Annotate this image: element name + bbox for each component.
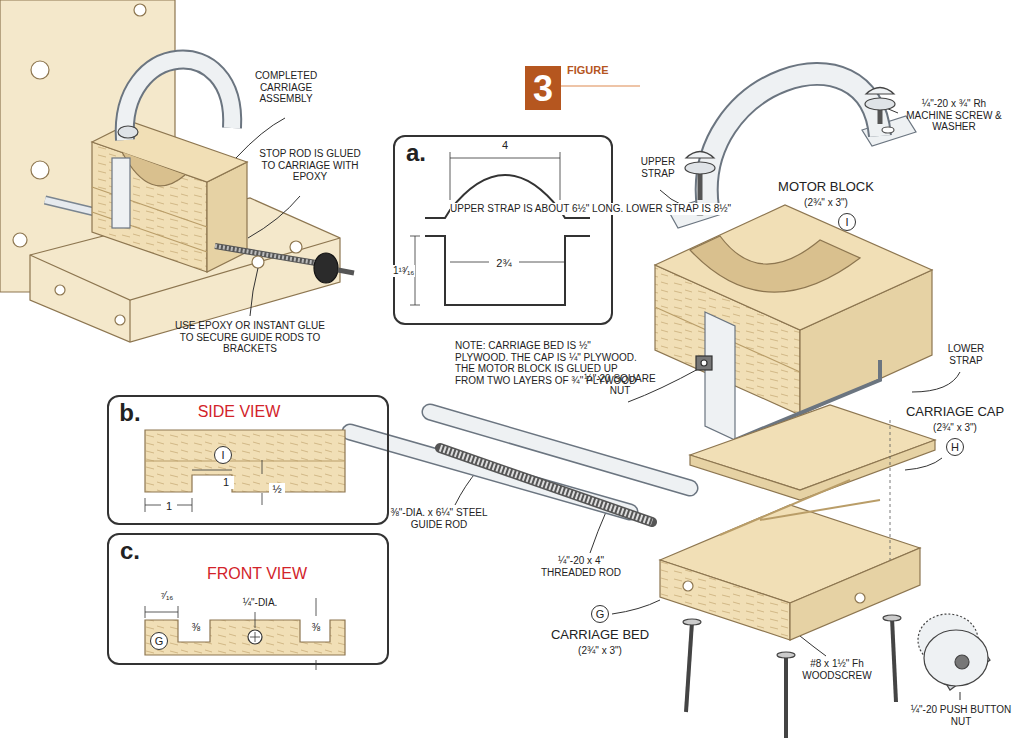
part-name: MOTOR BLOCK: [770, 180, 882, 195]
inset-c-front-view: [145, 598, 345, 670]
dimension: ½: [269, 483, 285, 496]
inset-letter: c.: [115, 537, 145, 565]
dimension: ¼"-DIA.: [235, 597, 285, 609]
part-size: (2¾" x 3"): [770, 197, 882, 209]
woodscrews: [683, 615, 901, 738]
part-callout: I: [214, 446, 232, 464]
dimension: 4: [495, 139, 515, 152]
dimension: ⅜: [307, 622, 325, 634]
inset-b-side-view: [145, 430, 345, 512]
part-label: UPPER STRAP: [632, 156, 684, 179]
hardware-label: ¼"-20 x 4" THREADED ROD: [535, 555, 627, 578]
figure-badge: 3FIGURE: [525, 66, 561, 110]
part-callout: G: [150, 632, 168, 650]
inset-box: c. FRONT VIEW ⁷⁄₁₆ ⅜ ¼"-DIA. ⅜ G: [107, 533, 389, 665]
figure-word: FIGURE: [567, 64, 627, 77]
inset-letter: b.: [115, 399, 145, 427]
leader-lines: [236, 108, 960, 700]
dimension: 1: [218, 476, 234, 489]
inset-a-strap-profiles: [410, 152, 590, 305]
callout-note: COMPLETED CARRIAGE ASSEMBLY: [240, 70, 332, 105]
note-text: UPPER STRAP IS ABOUT 6½" LONG. LOWER STR…: [450, 203, 731, 215]
view-title: FRONT VIEW: [197, 565, 317, 583]
part-label: LOWER STRAP: [935, 343, 997, 366]
dimension: 1: [161, 500, 177, 513]
part-callout: G: [591, 605, 609, 623]
part-name: CARRIAGE CAP: [895, 405, 1015, 420]
inset-box: b. SIDE VIEW 1 1 ½ I: [107, 395, 389, 525]
dimension: 1¹³⁄₁₆: [393, 265, 415, 277]
callout-letter: G: [155, 636, 164, 647]
part-name: CARRIAGE BED: [540, 628, 660, 643]
exploded-parts: [655, 74, 935, 640]
inset-letter: a.: [401, 139, 431, 167]
badge-rule: [561, 85, 640, 87]
view-title: SIDE VIEW: [179, 403, 299, 421]
inset-box: a.UPPER STRAP IS ABOUT 6½" LONG. LOWER S…: [393, 135, 613, 325]
rods: [350, 412, 690, 522]
part-size: (2¾" x 3"): [540, 645, 660, 657]
callout-letter: I: [221, 450, 224, 461]
push-button-nut: [918, 614, 990, 690]
hardware-label: ¼"-20 PUSH BUTTON NUT: [905, 704, 1017, 727]
part-callout: I: [838, 213, 856, 231]
hardware-label: ⅜"-DIA. x 6¼" STEEL GUIDE ROD: [383, 507, 495, 530]
dimension: 2¾: [489, 257, 519, 270]
part-callout: H: [946, 438, 964, 456]
callout-letter: H: [951, 442, 959, 453]
callout-note: USE EPOXY OR INSTANT GLUE TO SECURE GUID…: [170, 320, 330, 355]
hardware-label: #8 x 1½" Fh WOODSCREW: [785, 658, 889, 681]
callout-letter: G: [596, 609, 605, 620]
figure-number: 3: [525, 68, 561, 109]
callout-note: STOP ROD IS GLUED TO CARRIAGE WITH EPOXY: [258, 148, 362, 183]
callout-letter: I: [845, 217, 848, 228]
hardware-label: ¼"-20 SQUARE NUT: [582, 373, 658, 396]
hardware-label: ¼"-20 x ¾" Rh MACHINE SCREW & WASHER: [898, 98, 1010, 133]
dimension: ⁷⁄₁₆: [152, 590, 182, 602]
part-size: (2¾" x 3"): [895, 422, 1015, 434]
dimension: ⅜: [187, 622, 205, 634]
